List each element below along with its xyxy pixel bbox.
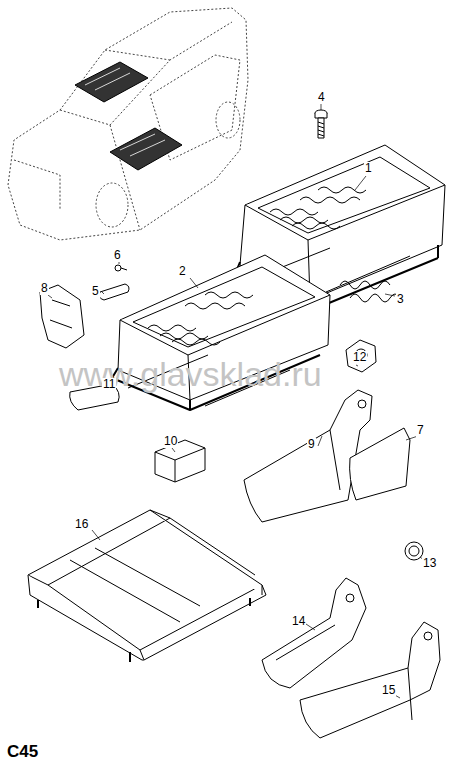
car-outline [8, 8, 248, 240]
spring [340, 281, 400, 302]
side-trim [350, 428, 410, 500]
callout-number: 6 [113, 249, 122, 262]
bolt [315, 110, 327, 138]
callout-number: 5 [91, 285, 100, 298]
watermark: www.glavsklad.ru [58, 356, 323, 392]
callout-number: 7 [416, 424, 425, 437]
callout-number: 12 [352, 351, 367, 364]
callout-number: 11 [102, 378, 116, 391]
side-trim [300, 622, 440, 738]
knob [346, 340, 376, 372]
callout-number: 2 [178, 265, 187, 278]
lever [99, 284, 129, 300]
screw [115, 265, 127, 271]
leader-line [48, 104, 424, 698]
seat-location [75, 62, 182, 170]
callout-number: 1 [364, 162, 373, 175]
callout-number: 14 [291, 615, 306, 628]
cap [405, 542, 423, 560]
side-trim [262, 578, 366, 688]
callout-number: 13 [422, 557, 437, 570]
callout-number: 15 [381, 684, 396, 697]
callout-number: 3 [396, 293, 405, 306]
page-code: C45 [6, 742, 39, 761]
callout-number: 4 [317, 91, 326, 104]
callout-number: 9 [307, 438, 316, 451]
callout-number: 10 [163, 435, 178, 448]
base-frame [28, 510, 266, 662]
callout-number: 16 [74, 518, 89, 531]
callout-number: 8 [40, 282, 49, 295]
